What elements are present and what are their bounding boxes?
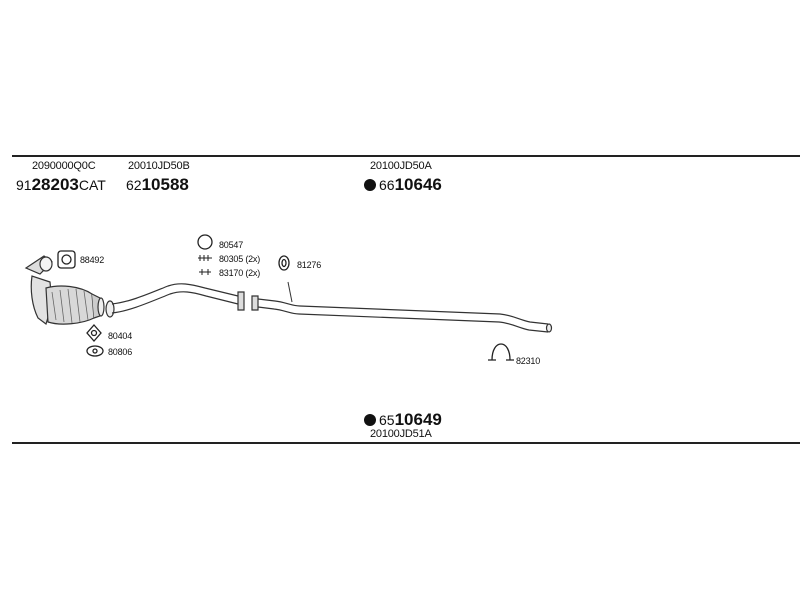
rear-pipe-drawing: [251, 281, 553, 333]
front-pipe-drawing: [105, 283, 245, 318]
part-number-rear-pipe[interactable]: 6510649: [364, 410, 442, 430]
label-nut[interactable]: 83170 (2x): [219, 268, 261, 278]
oe-code-front-pipe: 20010JD50B: [128, 160, 190, 172]
catalyst-drawing: [24, 255, 105, 325]
part-number-catalyst[interactable]: 9128203CAT: [16, 175, 106, 194]
oe-code-catalyst: 2090000Q0C: [32, 160, 96, 172]
label-bolt[interactable]: 80305 (2x): [219, 254, 261, 264]
bottom-divider: [12, 442, 800, 444]
label-gasket-b[interactable]: 80404: [108, 331, 133, 341]
part-number-front-pipe[interactable]: 6210588: [126, 175, 189, 194]
label-gasket-a[interactable]: 88492: [80, 255, 105, 265]
oe-code-middle-pipe: 20100JD50A: [370, 160, 432, 172]
label-seal[interactable]: 81276: [297, 260, 322, 270]
label-ring[interactable]: 80547: [219, 240, 244, 250]
oe-code-rear-pipe: 20100JD51A: [370, 428, 432, 440]
part-number-middle-pipe[interactable]: 6610646: [364, 175, 442, 195]
label-gasket-c[interactable]: 80806: [108, 347, 133, 357]
label-clamp[interactable]: 82310: [516, 356, 541, 366]
bullet-icon: [364, 179, 376, 191]
accessory-icons: [57, 234, 514, 361]
bullet-icon: [364, 414, 376, 426]
top-divider: [12, 155, 800, 157]
